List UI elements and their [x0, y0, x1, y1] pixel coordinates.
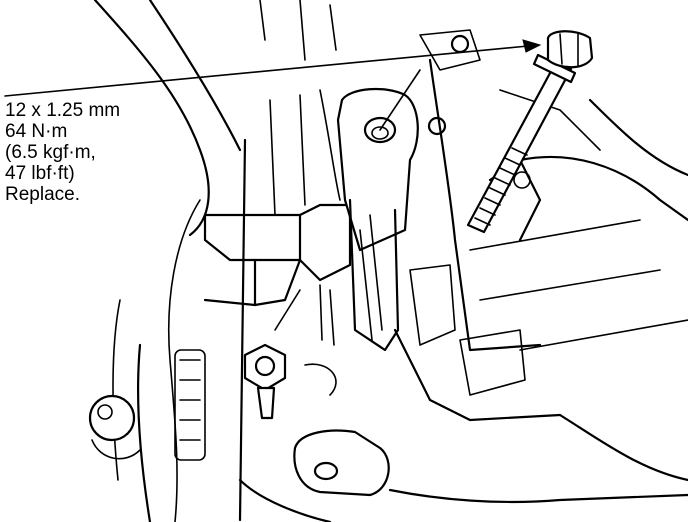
bracket-assembly [203, 89, 352, 396]
lower-mount [238, 429, 688, 522]
drain-plug [88, 394, 141, 460]
housing-outline [93, 0, 337, 522]
torque-nm-label: 64 N·m [5, 121, 68, 142]
mount-bracket [336, 29, 481, 352]
mount-bolt [466, 30, 594, 234]
torque-kgfm-label: (6.5 kgf·m, [5, 142, 96, 163]
leader-line [4, 39, 542, 131]
stud-nut [243, 289, 301, 420]
torque-lbfft-label: 47 lbf·ft) [5, 163, 75, 184]
replace-note: Replace. [5, 184, 80, 205]
frame-body [393, 58, 688, 482]
thread-size-label: 12 x 1.25 mm [5, 100, 121, 121]
torque-spec-callout: 12 x 1.25 mm 64 N·m (6.5 kgf·m, 47 lbf·f… [5, 100, 120, 205]
